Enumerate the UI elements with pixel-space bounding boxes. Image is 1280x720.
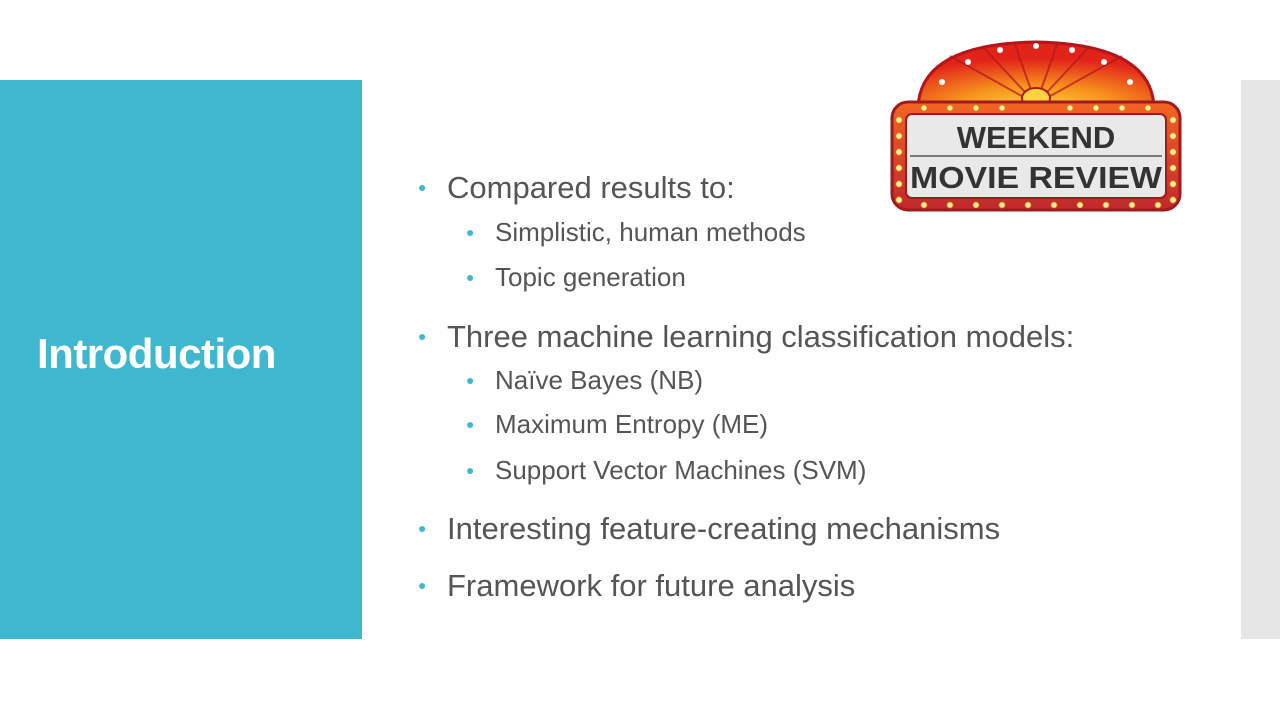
bullet-text: Three machine learning classification mo…	[447, 319, 1075, 354]
logo-line-1: WEEKEND	[957, 120, 1115, 155]
bullet-icon: ●	[466, 462, 475, 478]
marquee-logo-icon: WEEKEND MOVIE REVIEW	[890, 40, 1182, 212]
slide-title: Introduction	[37, 330, 276, 377]
bullet-item: ● Compared results to:	[418, 170, 735, 206]
bullet-text: Maximum Entropy (ME)	[495, 409, 769, 439]
bullet-icon: ●	[466, 416, 475, 432]
weekend-movie-review-logo: WEEKEND MOVIE REVIEW	[890, 38, 1182, 213]
title-band	[0, 80, 362, 639]
sub-bullet-item: ● Maximum Entropy (ME)	[466, 409, 769, 440]
bullet-text: Compared results to:	[447, 170, 735, 205]
bullet-text: Simplistic, human methods	[495, 217, 806, 247]
bullet-text: Support Vector Machines (SVM)	[495, 455, 867, 485]
bullet-icon: ●	[418, 328, 427, 344]
bullet-text: Framework for future analysis	[447, 568, 856, 603]
bullet-icon: ●	[418, 520, 427, 536]
bullet-icon: ●	[418, 577, 427, 593]
bullet-item: ● Interesting feature-creating mechanism…	[418, 511, 1001, 547]
logo-line-2: MOVIE REVIEW	[910, 160, 1163, 195]
sub-bullet-item: ● Support Vector Machines (SVM)	[466, 455, 867, 486]
bullet-icon: ●	[418, 179, 427, 195]
sub-bullet-item: ● Simplistic, human methods	[466, 217, 806, 248]
bullet-text: Naïve Bayes (NB)	[495, 365, 704, 395]
bullet-item: ● Three machine learning classification …	[418, 319, 1075, 355]
bullet-item: ● Framework for future analysis	[418, 568, 856, 604]
bullet-icon: ●	[466, 269, 475, 285]
right-side-band	[1241, 80, 1280, 639]
sub-bullet-item: ● Topic generation	[466, 262, 686, 293]
bullet-icon: ●	[466, 224, 475, 240]
sub-bullet-item: ● Naïve Bayes (NB)	[466, 365, 704, 396]
bullet-text: Topic generation	[495, 262, 686, 292]
bullet-text: Interesting feature-creating mechanisms	[447, 511, 1001, 546]
bullet-icon: ●	[466, 372, 475, 388]
